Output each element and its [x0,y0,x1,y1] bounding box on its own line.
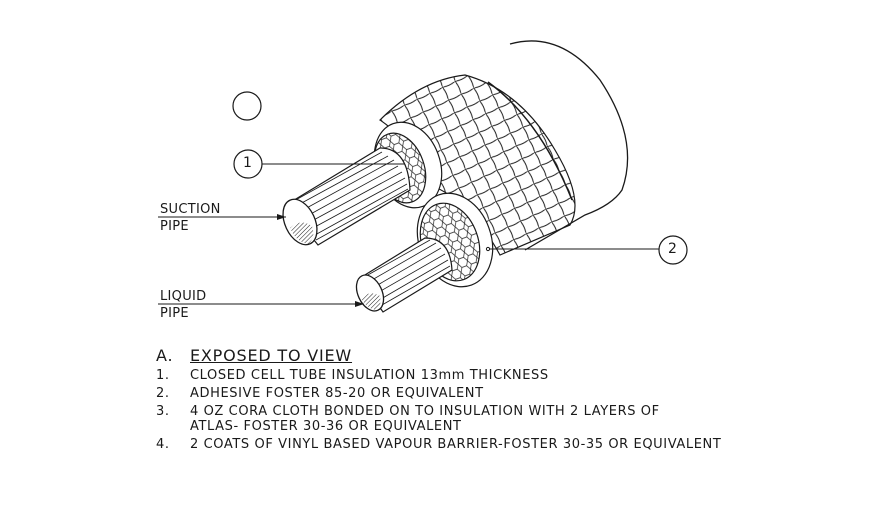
note-item-continuation: ATLAS- FOSTER 30-36 OR EQUIVALENT [190,419,462,434]
callout-2 [490,235,688,265]
callout-1 [233,149,405,179]
callout-blank [232,91,262,121]
liquid-label-line2: PIPE [160,306,189,321]
section-letter: A. [156,346,174,365]
note-item: 4. 2 COATS OF VINYL BASED VAPOUR BARRIER… [156,437,722,452]
liquid-label-line1: LIQUID [160,289,207,304]
callout-1-number: 1 [243,155,253,171]
section-title: EXPOSED TO VIEW [190,346,353,365]
suction-label-line2: PIPE [160,219,189,234]
liquid-pipe [355,237,453,313]
suction-pipe [282,147,411,246]
notes-block: A. EXPOSED TO VIEW 1. CLOSED CELL TUBE I… [156,347,721,454]
suction-label-line1: SUCTION [160,202,221,217]
note-item: 1. CLOSED CELL TUBE INSULATION 13mm THIC… [156,368,549,383]
notes-heading: A. EXPOSED TO VIEW [156,347,721,365]
callout-2-number: 2 [668,241,678,257]
note-item: 2. ADHESIVE FOSTER 85-20 OR EQUIVALENT [156,386,484,401]
note-item: 3. 4 OZ CORA CLOTH BONDED ON TO INSULATI… [156,404,660,419]
